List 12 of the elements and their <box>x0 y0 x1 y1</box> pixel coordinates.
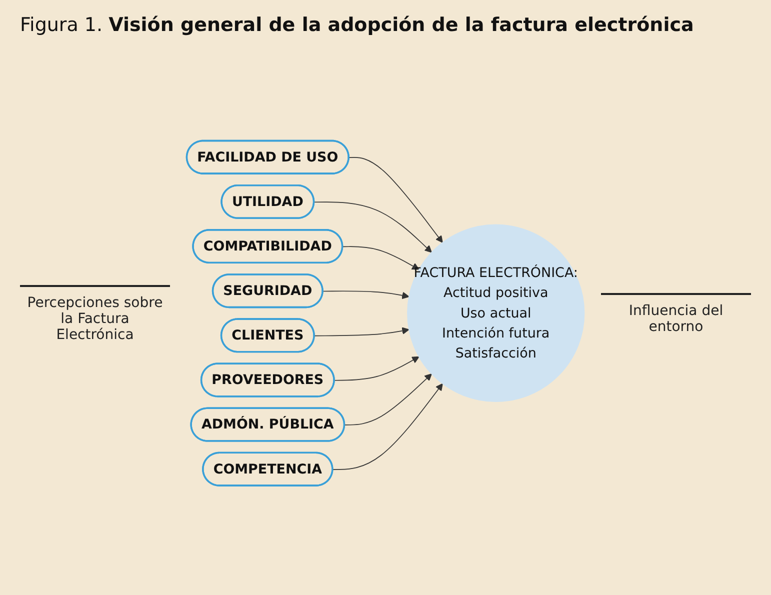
arrow <box>322 291 410 300</box>
figure-title: Figura 1. Visión general de la adopción de la factura electrónica <box>20 14 695 36</box>
group-caption: Percepciones sobre la Factura Electrónica <box>20 284 170 342</box>
arrow <box>334 356 420 382</box>
arrow <box>348 157 443 244</box>
group-caption: Influencia del entorno <box>601 292 751 334</box>
arrow <box>344 374 432 426</box>
node-circle: FACTURA ELECTRÓNICA: Actitud positiva Uso actual Intención futura Satisfacción <box>407 224 585 402</box>
arrow <box>332 384 443 470</box>
arrow <box>342 246 420 270</box>
arrow <box>314 202 432 254</box>
arrow <box>314 328 410 337</box>
